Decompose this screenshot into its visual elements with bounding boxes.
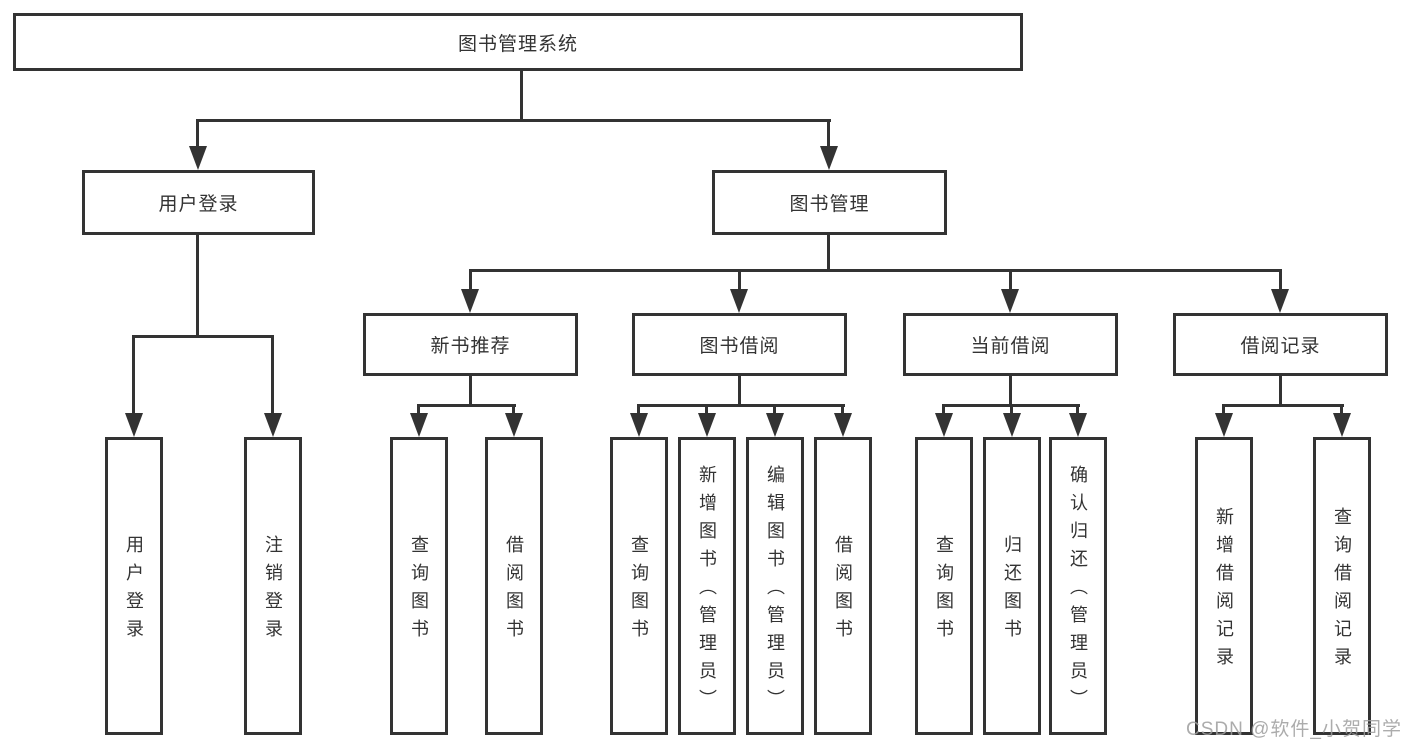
- arrow-down-icon: [410, 413, 428, 437]
- connector-drop: [469, 269, 472, 293]
- connector-user-login-split: [132, 335, 274, 338]
- arrow-down-icon: [766, 413, 784, 437]
- arrow-down-icon: [820, 146, 838, 170]
- connector-drop: [942, 404, 945, 416]
- connector-drop: [773, 404, 776, 416]
- leaf-query-books-1: 查询图书: [390, 437, 448, 735]
- node-new-book-recommend-label: 新书推荐: [430, 336, 511, 357]
- connector-root-drop-right: [827, 119, 830, 151]
- leaf-borrow-books-2: 借阅图书: [814, 437, 872, 735]
- connector-drop: [1279, 269, 1282, 293]
- connector-root-split: [196, 119, 831, 122]
- leaf-borrow-books-1: 借阅图书: [485, 437, 543, 735]
- leaf-add-borrow-record-label: 新增借阅记录: [1214, 507, 1234, 675]
- leaf-query-books-3: 查询图书: [915, 437, 973, 735]
- leaf-user-login: 用户登录: [105, 437, 163, 735]
- arrow-down-icon: [1271, 289, 1289, 313]
- arrow-down-icon: [630, 413, 648, 437]
- leaf-query-books-2-label: 查询图书: [629, 535, 649, 647]
- arrow-down-icon: [1001, 289, 1019, 313]
- connector-drop: [512, 404, 515, 416]
- leaf-query-borrow-record: 查询借阅记录: [1313, 437, 1371, 735]
- connector-stem: [738, 376, 741, 407]
- leaf-confirm-return-admin-label: 确认归还（管理员）: [1068, 465, 1088, 717]
- arrow-down-icon: [935, 413, 953, 437]
- connector-split: [1222, 404, 1344, 407]
- leaf-borrow-books-1-label: 借阅图书: [504, 535, 524, 647]
- connector-drop: [1076, 404, 1079, 416]
- watermark: CSDN @软件_小贺同学: [1186, 719, 1402, 740]
- arrow-down-icon: [189, 146, 207, 170]
- leaf-add-books-admin-label: 新增图书（管理员）: [697, 465, 717, 717]
- node-book-borrow-label: 图书借阅: [699, 336, 780, 357]
- connector-root-drop-left: [196, 119, 199, 151]
- arrow-down-icon: [461, 289, 479, 313]
- node-root: 图书管理系统: [13, 13, 1023, 71]
- connector-stem: [469, 376, 472, 407]
- connector-drop: [1009, 269, 1012, 293]
- arrow-down-icon: [125, 413, 143, 437]
- node-root-label: 图书管理系统: [457, 33, 578, 55]
- connector-split: [417, 404, 516, 407]
- node-book-management: 图书管理: [712, 170, 947, 235]
- leaf-query-books-3-label: 查询图书: [934, 535, 954, 647]
- leaf-query-books-2: 查询图书: [610, 437, 668, 735]
- connector-drop: [705, 404, 708, 416]
- node-borrow-records: 借阅记录: [1173, 313, 1388, 376]
- leaf-add-books-admin: 新增图书（管理员）: [678, 437, 736, 735]
- connector-drop: [637, 404, 640, 416]
- leaf-edit-books-admin: 编辑图书（管理员）: [746, 437, 804, 735]
- leaf-confirm-return-admin: 确认归还（管理员）: [1049, 437, 1107, 735]
- leaf-user-login-label: 用户登录: [124, 535, 144, 647]
- node-user-login-label: 用户登录: [158, 194, 239, 215]
- connector-drop: [132, 335, 135, 415]
- node-borrow-records-label: 借阅记录: [1240, 336, 1321, 357]
- connector-drop: [1340, 404, 1343, 416]
- connector-root-stem: [520, 70, 523, 122]
- arrow-down-icon: [834, 413, 852, 437]
- arrow-down-icon: [698, 413, 716, 437]
- node-book-management-label: 图书管理: [789, 194, 870, 215]
- leaf-return-books: 归还图书: [983, 437, 1041, 735]
- connector-drop: [417, 404, 420, 416]
- connector-drop: [1222, 404, 1225, 416]
- connector-drop: [1010, 404, 1013, 416]
- node-new-book-recommend: 新书推荐: [363, 313, 578, 376]
- connector-drop: [841, 404, 844, 416]
- arrow-down-icon: [1215, 413, 1233, 437]
- connector-split: [637, 404, 845, 407]
- connector-drop: [271, 335, 274, 415]
- leaf-add-borrow-record: 新增借阅记录: [1195, 437, 1253, 735]
- arrow-down-icon: [730, 289, 748, 313]
- node-current-borrow-label: 当前借阅: [970, 336, 1051, 357]
- leaf-query-books-1-label: 查询图书: [409, 535, 429, 647]
- arrow-down-icon: [1333, 413, 1351, 437]
- node-book-borrow: 图书借阅: [632, 313, 847, 376]
- leaf-edit-books-admin-label: 编辑图书（管理员）: [765, 465, 785, 717]
- connector-book-management-stem: [827, 235, 830, 272]
- connector-user-login-stem: [196, 235, 199, 338]
- connector-drop: [738, 269, 741, 293]
- leaf-return-books-label: 归还图书: [1002, 535, 1022, 647]
- arrow-down-icon: [1069, 413, 1087, 437]
- node-current-borrow: 当前借阅: [903, 313, 1118, 376]
- connector-stem: [1009, 376, 1012, 407]
- arrow-down-icon: [505, 413, 523, 437]
- node-user-login: 用户登录: [82, 170, 315, 235]
- connector-stem: [1279, 376, 1282, 407]
- leaf-query-borrow-record-label: 查询借阅记录: [1332, 507, 1352, 675]
- leaf-borrow-books-2-label: 借阅图书: [833, 535, 853, 647]
- leaf-logout: 注销登录: [244, 437, 302, 735]
- connector-book-management-split: [469, 269, 1282, 272]
- leaf-logout-label: 注销登录: [263, 535, 283, 647]
- arrow-down-icon: [1003, 413, 1021, 437]
- arrow-down-icon: [264, 413, 282, 437]
